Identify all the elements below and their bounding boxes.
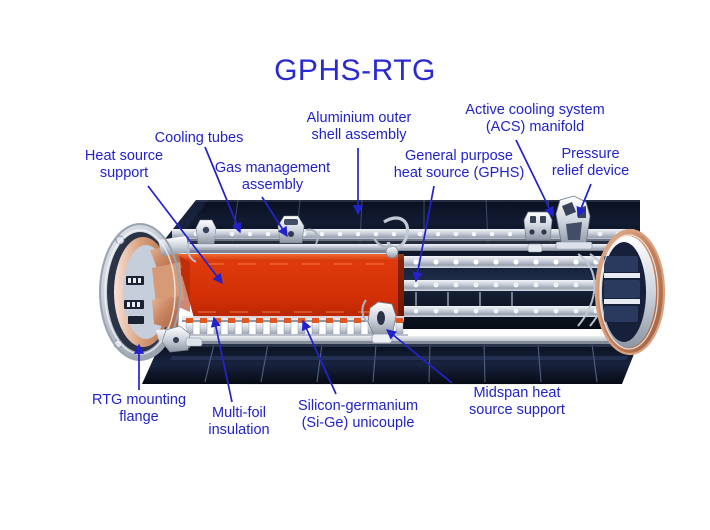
callout-label-silicon-germanium-unicouple: Silicon-germanium (Si-Ge) unicouple: [297, 398, 419, 431]
pressure-relief-device-fitting: [555, 195, 593, 250]
callout-label-active-cooling-system-manifold: Active cooling system (ACS) manifold: [465, 102, 605, 135]
right-end-dome: [594, 228, 665, 356]
callout-label-rtg-mounting-flange: RTG mounting flange: [91, 392, 187, 425]
callout-label-heat-source-support: Heat source support: [84, 148, 164, 181]
lower-right-fitting: [527, 243, 543, 253]
acs-manifold: [523, 211, 553, 241]
callout-label-midspan-heat-source-support: Midspan heat source support: [469, 385, 565, 418]
gphs-heat-source: [176, 254, 404, 318]
callout-label-gas-management-assembly: Gas management assembly: [214, 160, 331, 193]
aluminium-outer-shell-bottom: [160, 336, 638, 344]
callout-label-general-purpose-heat-source: General purpose heat source (GPHS): [393, 148, 525, 181]
bottom-fin-bank: [142, 343, 638, 384]
multi-foil-insulation-band: [182, 316, 404, 322]
lower-left-bracket: [161, 325, 203, 353]
callout-label-multi-foil-insulation: Multi-foil insulation: [208, 405, 270, 438]
callout-label-pressure-relief-device: Pressure relief device: [551, 146, 630, 179]
cooling-tube-loop: [372, 216, 410, 259]
callout-label-aluminium-outer-shell-assembly: Aluminium outer shell assembly: [306, 110, 412, 143]
page-title: GPHS-RTG: [274, 54, 436, 87]
callout-label-cooling-tubes: Cooling tubes: [154, 130, 244, 146]
converter-cavity: [398, 251, 634, 329]
midspan-heat-source-support-bracket: [361, 299, 397, 344]
